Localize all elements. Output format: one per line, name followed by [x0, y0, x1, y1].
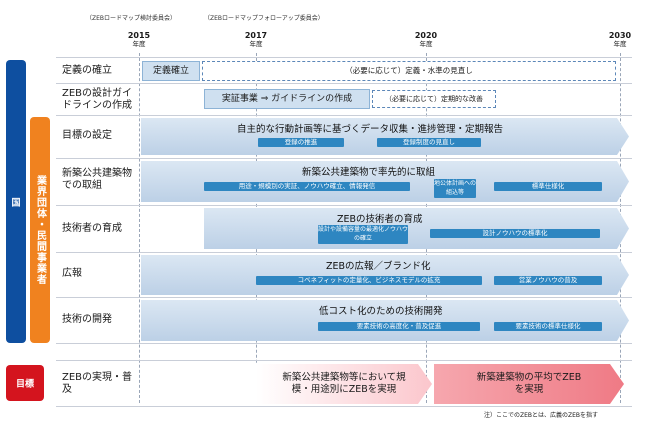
- row-label-definition: 定義の確立: [62, 65, 112, 76]
- year-unit: 年度: [132, 40, 146, 48]
- country-band: 国: [6, 60, 26, 343]
- footnote: 注）ここでのZEBとは、広義のZEBを指す: [484, 412, 599, 419]
- year-2020: 2020 年度: [406, 31, 446, 49]
- definition-box: 定義確立: [142, 61, 200, 81]
- goal-band: 目標: [6, 365, 44, 401]
- row-label-engineers: 技術者の育成: [62, 223, 122, 234]
- committee-left-label: （ZEBロードマップ検討委員会）: [86, 15, 177, 22]
- engineers-sub-standardize: 設計ノウハウの標準化: [430, 229, 600, 238]
- guideline-dashed-text: （必要に応じて）定期的な改善: [385, 95, 483, 103]
- public-sub-standard: 標準仕様化: [494, 182, 602, 191]
- row-separator: [56, 252, 632, 253]
- row-separator: [56, 360, 632, 361]
- row-label-tech: 技術の開発: [62, 314, 112, 325]
- engineers-sub-optimization: 設計や設備容量の最適化ノウハウの確立: [318, 225, 408, 244]
- year-unit: 年度: [419, 40, 433, 48]
- goal-arrow-average: 新築建築物の平均でZEBを実現: [434, 364, 624, 404]
- goal-band-label: 目標: [15, 379, 34, 390]
- definition-dashed-arrow: （必要に応じて）定義・水準の見直し: [202, 61, 616, 81]
- guideline-box: 実証事業 ⇒ ガイドラインの作成: [204, 89, 370, 109]
- year-2015: 2015 年度: [119, 31, 159, 49]
- year-2017: 2017 年度: [236, 31, 276, 49]
- year-line-2015: [139, 53, 140, 403]
- year-value: 2017: [244, 31, 268, 40]
- tech-main-text: 低コスト化のための技術開発: [319, 306, 443, 317]
- year-value: 2015: [127, 31, 151, 40]
- tech-sub-standard-spec: 要素技術の標準仕様化: [494, 322, 602, 331]
- tech-sub-advance: 要素技術の高度化・普及促進: [318, 322, 480, 331]
- engineers-main-text: ZEBの技術者の育成: [337, 214, 423, 225]
- public-arrow: [141, 161, 629, 202]
- tech-arrow: [141, 300, 629, 341]
- industry-band: 業界団体・民間事業者: [30, 117, 50, 343]
- industry-band-label: 業界団体・民間事業者: [34, 175, 46, 285]
- public-main-text: 新築公共建築物で率先的に取組: [302, 167, 436, 178]
- row-label-guideline: ZEBの設計ガイドラインの作成: [62, 88, 133, 111]
- pr-sub-cobenefit: コベネフィットの定量化、ビジネスモデルの拡充: [256, 276, 482, 285]
- public-sub-local-gov: 地公体計画への組込等: [434, 179, 476, 198]
- year-value: 2030: [608, 31, 632, 40]
- row-label-pr: 広報: [62, 268, 82, 279]
- row-label-goal: ZEBの実現・普及: [62, 372, 133, 395]
- row-separator: [56, 406, 632, 407]
- row-label-target: 目標の設定: [62, 130, 112, 141]
- row-separator: [56, 205, 632, 206]
- row-separator: [56, 343, 632, 344]
- row-label-public: 新築公共建築物での取組: [62, 168, 132, 191]
- goal-arrow-average-text: 新築建築物の平均でZEBを実現: [476, 372, 582, 395]
- row-separator: [56, 158, 632, 159]
- country-band-label: 国: [11, 198, 21, 208]
- engineers-arrow: [204, 208, 629, 249]
- committee-right-label: （ZEBロードマップフォローアップ委員会）: [204, 15, 324, 22]
- guideline-dashed-arrow: （必要に応じて）定期的な改善: [372, 90, 496, 108]
- year-2030: 2030 年度: [600, 31, 640, 49]
- row-separator: [56, 115, 632, 116]
- row-separator: [56, 57, 632, 58]
- target-arrow: [141, 118, 629, 155]
- row-separator: [56, 297, 632, 298]
- goal-arrow-public-text: 新築公共建築物等において規模・用途別にZEBを実現: [282, 372, 406, 395]
- row-separator: [56, 83, 632, 84]
- year-unit: 年度: [249, 40, 263, 48]
- target-sub-review: 登録制度の見直し: [377, 138, 481, 147]
- pr-main-text: ZEBの広報／ブランド化: [326, 261, 431, 272]
- year-unit: 年度: [613, 40, 627, 48]
- pr-sub-sales: 営業ノウハウの普及: [494, 276, 602, 285]
- year-value: 2020: [414, 31, 438, 40]
- definition-dashed-text: （必要に応じて）定義・水準の見直し: [345, 66, 473, 75]
- pr-arrow: [141, 255, 629, 295]
- target-sub-registration: 登録の推進: [258, 138, 344, 147]
- public-sub-demo: 用途・規模別の実証、ノウハウ確立、情報発信: [204, 182, 410, 191]
- target-main-text: 自主的な行動計画等に基づくデータ収集・進捗管理・定期報告: [237, 124, 504, 135]
- goal-arrow-public: 新築公共建築物等において規模・用途別にZEBを実現: [256, 364, 432, 404]
